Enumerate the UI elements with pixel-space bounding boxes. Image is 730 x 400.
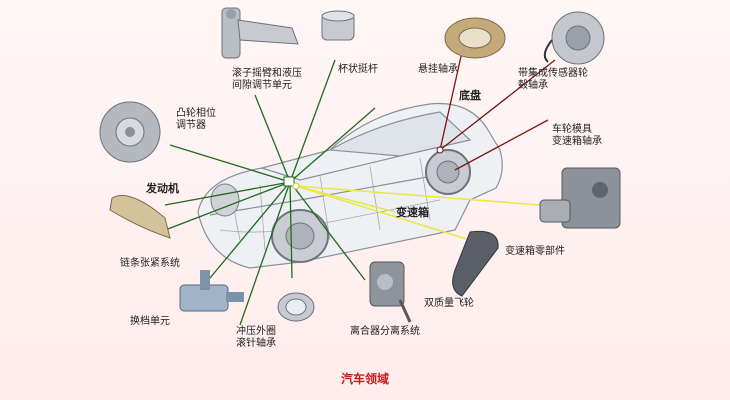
- engine-leader-lines: [159, 59, 376, 326]
- label-gearbox-bearing: 车轮模具 变速箱轴承: [552, 124, 602, 147]
- part-rocker-arm: [221, 7, 299, 59]
- part-shift-unit: [179, 270, 244, 312]
- label-transmission: 变速箱: [396, 206, 429, 219]
- part-dual-mass-flywheel: [452, 230, 499, 297]
- part-chain-tensioner: [109, 195, 171, 239]
- diagram-caption: 汽车领域: [340, 372, 389, 386]
- label-sensor-hub-bearing: 带集成传感器轮 毂轴承: [518, 68, 588, 91]
- chassis-leader-lines: [439, 51, 556, 171]
- transmission-leader-lines: [295, 185, 541, 241]
- label-transmission-parts: 变速箱零部件: [505, 246, 565, 257]
- part-clutch-release: [369, 261, 412, 323]
- label-chain-tensioner: 链条张紧系统: [120, 258, 180, 269]
- part-cam-phaser: [99, 101, 161, 163]
- label-shift-unit: 换档单元: [130, 316, 170, 327]
- label-cam-phaser: 凸轮相位 调节器: [176, 108, 216, 131]
- label-rocker-hydraulic: 滚子摇臂和液压 间隙调节单元: [232, 68, 302, 91]
- part-sensor-hub-bearing: [543, 11, 605, 65]
- part-cup-tappet: [321, 10, 355, 41]
- label-engine: 发动机: [146, 182, 179, 195]
- part-suspension-bearing: [444, 17, 506, 59]
- part-needle-bearing: [277, 292, 315, 322]
- label-cup-tappet: 杯状挺杆: [338, 64, 378, 75]
- part-transmission: [539, 167, 621, 229]
- label-chassis: 底盘: [459, 89, 481, 102]
- connector-points: [283, 146, 444, 190]
- label-needle-bearing: 冲压外圈 滚针轴承: [236, 326, 276, 349]
- label-dual-mass-flywheel: 双质量飞轮: [424, 298, 474, 309]
- label-clutch-release: 离合器分离系统: [350, 326, 420, 337]
- label-suspension-bearing: 悬挂轴承: [418, 64, 458, 75]
- car-wheels: [210, 149, 471, 263]
